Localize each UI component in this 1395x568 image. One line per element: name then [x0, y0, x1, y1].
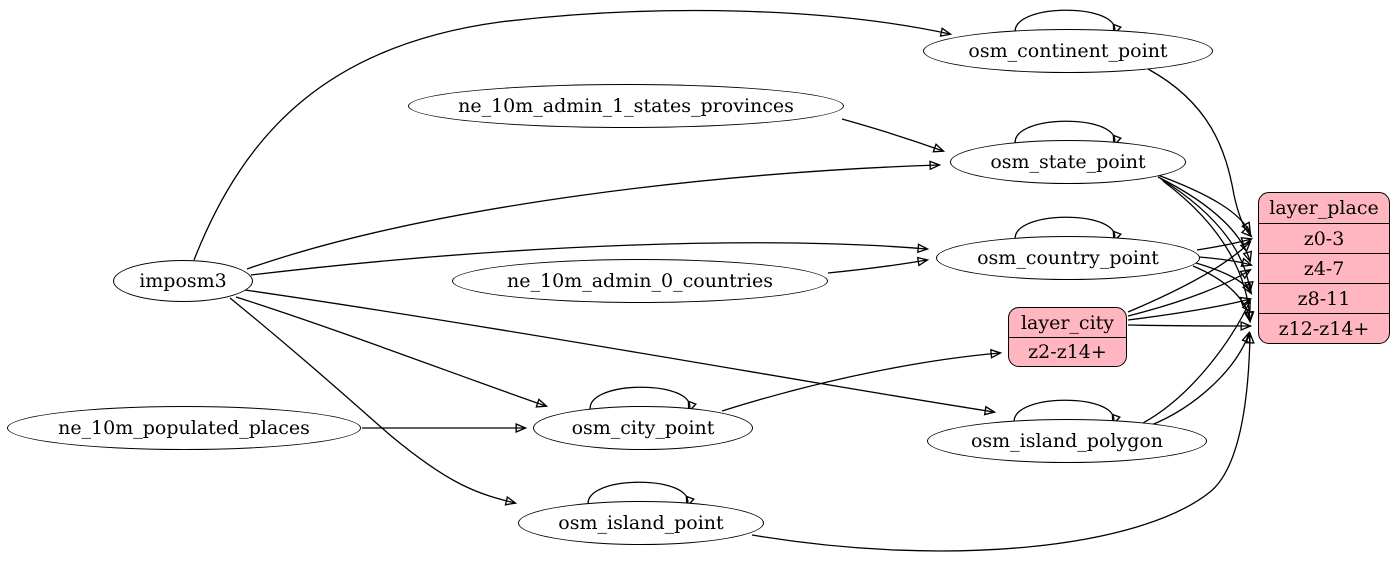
- edge-layer-city-to-layer-place-z4-7: [1127, 268, 1252, 317]
- edge-imposm3-to-osm-island-polygon: [244, 289, 997, 416]
- record-layer-place-row-z12-z14: z12-z14+: [1259, 313, 1389, 343]
- edge-osm-island-polygon-to-layer-place-z8-11: [1142, 298, 1251, 424]
- record-layer-city-row-z2-z14: z2-z14+: [1009, 337, 1126, 366]
- edge-layer-city-to-layer-place-z8-11: [1127, 296, 1253, 321]
- node-osm-continent-point: osm_continent_point: [923, 29, 1213, 73]
- record-layer-place-row-z4-7: z4-7: [1259, 253, 1389, 283]
- edge-osm-country-point-to-layer-place-z8-11: [1195, 262, 1253, 295]
- edge-osm-island-point-to-layer-place-z12-z14: [751, 331, 1255, 552]
- edge-layer-city-to-layer-place-z0-3: [1127, 240, 1252, 313]
- node-ne-10m-populated-places: ne_10m_populated_places: [7, 406, 361, 450]
- node-osm-state-point: osm_state_point: [950, 140, 1186, 184]
- record-layer-place: layer_place z0-3 z4-7 z8-11 z12-z14+: [1258, 192, 1390, 344]
- record-layer-city-title: layer_city: [1020, 311, 1115, 334]
- node-osm-island-point-label: osm_island_point: [558, 512, 724, 534]
- edge-osm-country-point-to-layer-place-z0-3: [1196, 236, 1254, 251]
- node-osm-island-polygon: osm_island_polygon: [927, 419, 1207, 463]
- edge-osm-country-point-to-layer-place-z12-z14: [1192, 265, 1254, 324]
- node-imposm3: imposm3: [113, 260, 253, 302]
- self-loop-osm-continent-point: [1014, 9, 1122, 37]
- edge-imposm3-to-osm-state-point: [246, 160, 942, 270]
- node-osm-state-point-label: osm_state_point: [990, 151, 1146, 173]
- self-loop-osm-state-point: [1014, 120, 1122, 148]
- node-ne-10m-admin-1-states-provinces-label: ne_10m_admin_1_states_provinces: [458, 95, 794, 117]
- node-osm-city-point-label: osm_city_point: [571, 417, 715, 439]
- record-layer-city: layer_city z2-z14+: [1008, 307, 1127, 367]
- node-osm-island-point: osm_island_point: [518, 501, 764, 545]
- edge-layer-city-to-layer-place-z12-z14: [1127, 321, 1253, 331]
- node-ne-10m-populated-places-label: ne_10m_populated_places: [58, 417, 310, 439]
- node-osm-country-point-label: osm_country_point: [977, 247, 1159, 269]
- edge-osm-country-point-to-layer-place-z4-7: [1198, 256, 1254, 268]
- node-ne-10m-admin-0-countries: ne_10m_admin_0_countries: [452, 259, 828, 303]
- edge-osm-city-point-to-layer-city-z2: [721, 348, 1003, 412]
- record-layer-place-row-z8-11: z8-11: [1259, 283, 1389, 313]
- edge-imposm3-to-osm-country-point: [250, 242, 930, 276]
- edge-ne-10m-admin-1-states-provinces-to-osm-state-point: [841, 118, 946, 153]
- node-ne-10m-admin-1-states-provinces: ne_10m_admin_1_states_provinces: [408, 84, 844, 128]
- self-loop-osm-city-point: [589, 386, 697, 414]
- self-loop-osm-country-point: [1014, 216, 1122, 244]
- edge-ne-10m-admin-0-countries-to-osm-country-point: [827, 256, 930, 274]
- node-osm-continent-point-label: osm_continent_point: [968, 40, 1168, 62]
- record-layer-place-row-z0-3: z0-3: [1259, 223, 1389, 253]
- self-loop-osm-island-point: [587, 481, 695, 509]
- node-ne-10m-admin-0-countries-label: ne_10m_admin_0_countries: [507, 270, 773, 292]
- record-layer-place-title: layer_place: [1269, 197, 1379, 219]
- node-osm-country-point: osm_country_point: [936, 236, 1200, 280]
- edge-osm-state-point-to-layer-place-z4-7: [1157, 176, 1253, 264]
- edge-imposm3-to-osm-continent-point: [193, 9, 953, 261]
- node-osm-city-point: osm_city_point: [533, 406, 753, 450]
- edge-imposm3-to-osm-island-point: [229, 297, 518, 506]
- node-osm-island-polygon-label: osm_island_polygon: [970, 430, 1164, 452]
- self-loop-osm-island-polygon: [1013, 399, 1121, 427]
- edge-osm-state-point-to-layer-place-z0-3: [1154, 173, 1252, 234]
- edge-imposm3-to-osm-city-point: [235, 296, 549, 408]
- node-imposm3-label: imposm3: [139, 270, 227, 292]
- edge-osm-island-polygon-to-layer-place-z12-z14: [1148, 330, 1251, 427]
